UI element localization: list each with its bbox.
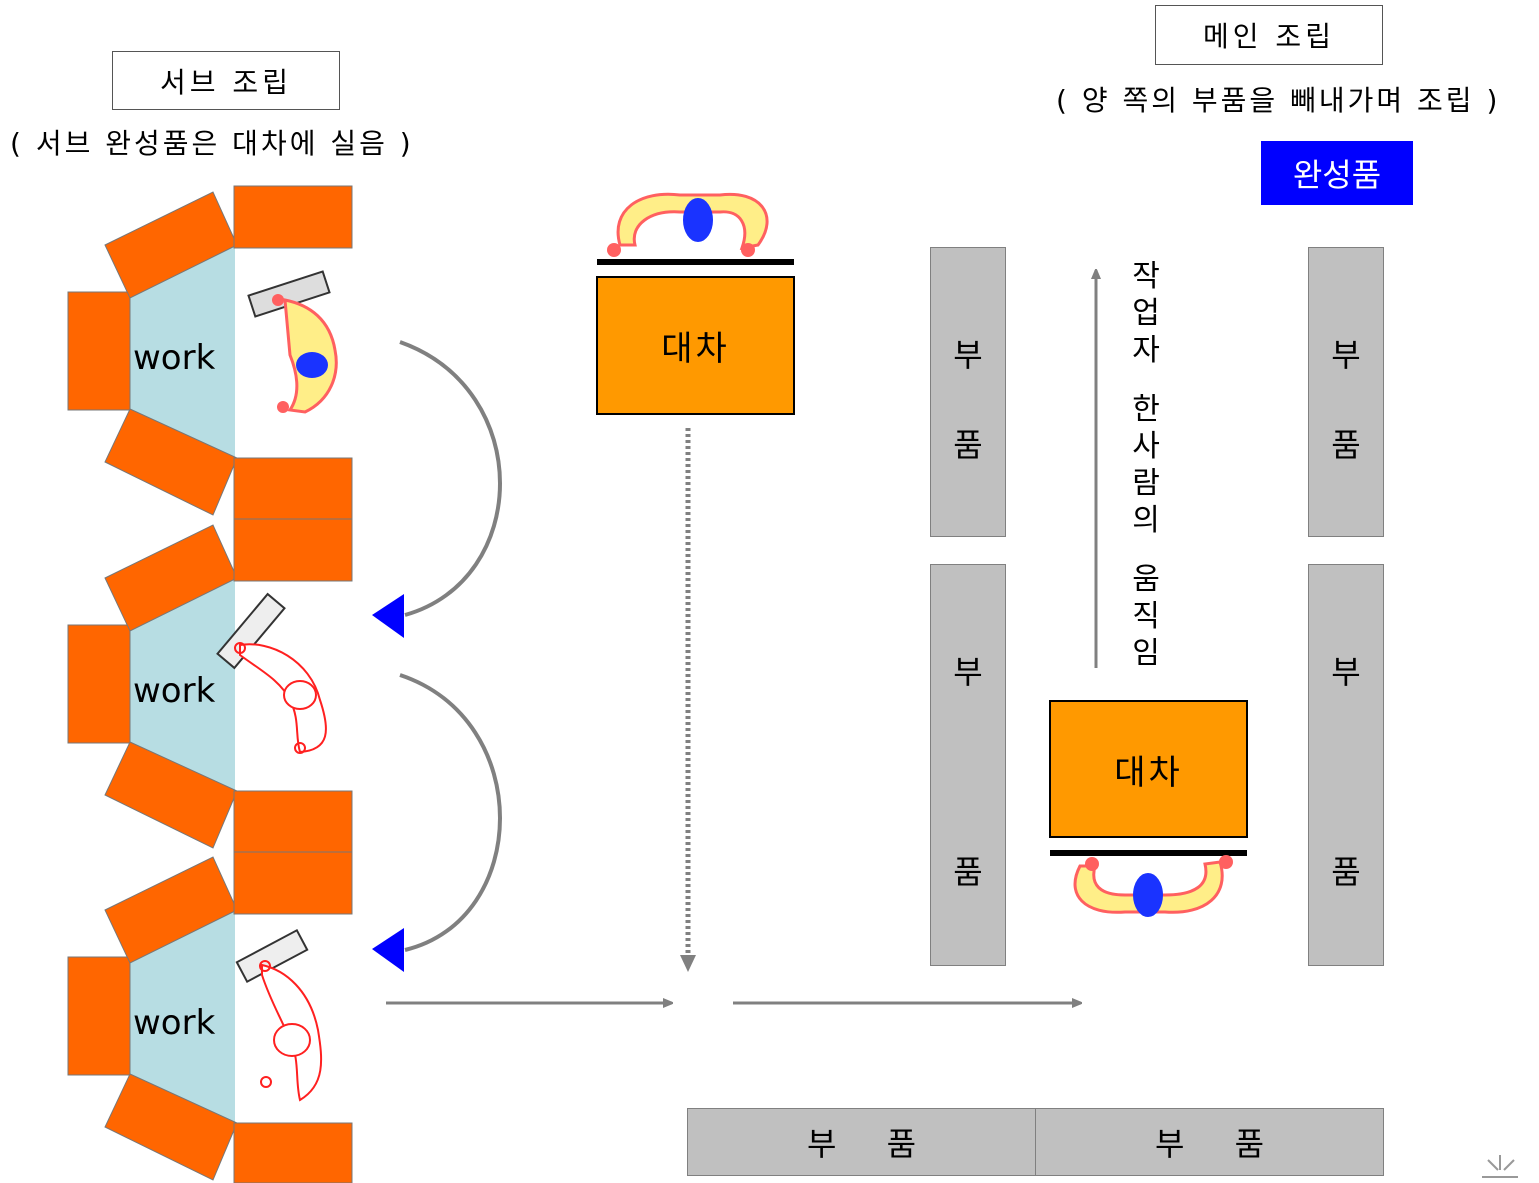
parts-rack-bottom-1: 부 품 <box>687 1108 1036 1176</box>
flow-arrowhead-2 <box>372 928 404 972</box>
rack-char: 품 <box>1331 853 1361 891</box>
sub-assembly-title-box: 서브 조립 <box>112 51 340 110</box>
bottom-rack-label: 부 품 <box>806 1125 917 1163</box>
work-label-3: work <box>133 1003 216 1043</box>
sub-assembly-title: 서브 조립 <box>160 65 292 99</box>
movement-char: 한 <box>1132 392 1160 427</box>
worker-figure <box>216 592 327 754</box>
movement-char: 작 <box>1132 259 1160 294</box>
sub-station-2 <box>67 518 353 854</box>
movement-char: 임 <box>1132 636 1160 671</box>
cart-transfer-arrowhead <box>680 955 696 972</box>
bench-block <box>233 457 353 521</box>
cart-handle-bar <box>1050 850 1247 856</box>
finished-product-label: 완성품 <box>1292 156 1382 194</box>
finished-product-badge: 완성품 <box>1261 141 1413 205</box>
main-assembly-note: ( 양 쪽의 부품을 빼내가며 조립 ) <box>1056 84 1501 117</box>
parts-rack-bottom-2: 부 품 <box>1035 1108 1384 1176</box>
movement-char: 람 <box>1132 466 1160 501</box>
work-label-1: work <box>133 338 216 378</box>
sub-station-3 <box>67 851 353 1183</box>
bottom-rack-label: 부 품 <box>1154 1125 1265 1163</box>
transfer-cart: 대차 <box>596 276 795 415</box>
work-area <box>130 245 235 460</box>
movement-char: 업 <box>1132 296 1160 331</box>
flow-arc-1 <box>399 340 502 617</box>
parts-rack-right-1: 부 품 <box>1308 247 1384 537</box>
bench-block <box>233 518 353 582</box>
transfer-cart-label: 대차 <box>661 329 730 369</box>
cart-worker-top <box>607 192 769 257</box>
parts-rack-left-2: 부 품 <box>930 564 1006 966</box>
cart-worker-main <box>1073 855 1233 917</box>
worker-figure <box>235 928 323 1102</box>
rack-char: 품 <box>953 426 983 464</box>
cart-handle-bar <box>597 259 794 265</box>
bench-block <box>67 624 131 744</box>
movement-char: 자 <box>1132 333 1160 368</box>
sub-assembly-note: ( 서브 완성품은 대차에 실음 ) <box>10 127 414 160</box>
movement-char: 사 <box>1132 429 1160 464</box>
worker-figure <box>247 270 338 414</box>
rack-char: 부 <box>953 653 983 691</box>
corner-decoration <box>1482 1155 1518 1178</box>
rack-char: 품 <box>953 853 983 891</box>
parts-rack-left-1: 부 품 <box>930 247 1006 537</box>
bench-block <box>104 1073 238 1181</box>
rack-char: 부 <box>1331 336 1361 374</box>
main-assembly-title-box: 메인 조립 <box>1155 5 1383 65</box>
flow-arc-2 <box>399 673 502 952</box>
rack-char: 품 <box>1331 426 1361 464</box>
work-area <box>130 910 235 1125</box>
main-cart-label: 대차 <box>1114 752 1183 793</box>
bench-block <box>233 185 353 249</box>
bench-block <box>233 790 353 854</box>
bench-block <box>67 291 131 411</box>
bench-block <box>104 741 238 849</box>
rack-char: 부 <box>953 336 983 374</box>
movement-char: 의 <box>1132 503 1160 538</box>
main-cart: 대차 <box>1049 700 1248 838</box>
bench-block <box>104 408 238 516</box>
parts-rack-right-2: 부 품 <box>1308 564 1384 966</box>
movement-char: 직 <box>1132 599 1160 634</box>
sub-station-1 <box>67 185 353 521</box>
work-area <box>130 578 235 793</box>
worker-movement-text: 작 업 자 한 사 람 의 움 직 임 <box>1126 258 1166 672</box>
main-assembly-title: 메인 조립 <box>1203 20 1335 53</box>
bench-block <box>233 851 353 915</box>
rack-char: 부 <box>1331 653 1361 691</box>
bench-block <box>233 1122 353 1183</box>
bench-block <box>67 956 131 1076</box>
movement-char: 움 <box>1132 562 1160 597</box>
work-label-2: work <box>133 671 216 711</box>
flow-arrowhead-1 <box>372 594 404 638</box>
